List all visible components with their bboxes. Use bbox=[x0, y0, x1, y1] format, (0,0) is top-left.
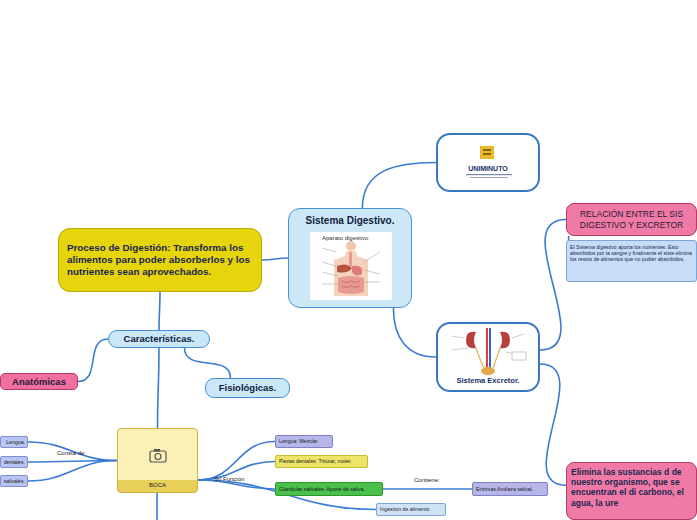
connector bbox=[159, 292, 160, 330]
bladder bbox=[481, 367, 495, 375]
subtopic-box: Anatómicas bbox=[0, 373, 78, 390]
topic-box: Proceso de Digestión: Transforma los ali… bbox=[58, 228, 262, 292]
camera-icon bbox=[154, 449, 160, 452]
connector bbox=[185, 348, 231, 378]
node-text: Enzimas:Amilaza salival. bbox=[476, 486, 544, 492]
small-intestine bbox=[342, 281, 360, 288]
subtopic-box: Fisiológicas. bbox=[205, 378, 290, 398]
illustration-frame bbox=[448, 328, 528, 374]
connector bbox=[28, 442, 117, 461]
leaf-box: Lengua: Mezclar. bbox=[275, 435, 333, 448]
vein bbox=[489, 328, 491, 368]
edge-label: Su Función bbox=[214, 476, 244, 482]
node-text: Fisiológicas. bbox=[210, 382, 285, 393]
topic-box: Sistema Excretor. bbox=[436, 322, 540, 392]
logo-mark bbox=[483, 153, 491, 155]
edge-label: Consta de: bbox=[57, 450, 86, 456]
logo-mark bbox=[480, 146, 494, 159]
branch-line bbox=[156, 493, 158, 520]
camera-icon bbox=[150, 451, 166, 462]
leaf-box: Lengua. bbox=[0, 436, 28, 448]
leaf-box: salivales. bbox=[0, 475, 28, 487]
logo-mark bbox=[483, 149, 491, 151]
liver bbox=[337, 264, 352, 272]
esophagus bbox=[349, 252, 352, 266]
body-head bbox=[346, 241, 356, 251]
connector bbox=[362, 163, 436, 209]
central-topic: Sistema Digestivo. bbox=[288, 208, 412, 308]
leaf-box: Ingestion de alimento bbox=[376, 503, 446, 516]
artery bbox=[486, 328, 488, 368]
kidney bbox=[500, 332, 510, 349]
node-text: Piezas dentales: Triturar, moler. bbox=[279, 458, 364, 464]
illustration-frame bbox=[310, 232, 392, 300]
node-text: Ingestion de alimento bbox=[380, 506, 442, 512]
node-text: RELACIÓN ENTRE EL SIS DIGESTIVO Y EXCRET… bbox=[571, 209, 692, 229]
illustration-caption: Aparato digestivo bbox=[322, 235, 368, 241]
connector bbox=[78, 339, 108, 382]
connector bbox=[540, 364, 566, 485]
note-box: El Sistema digestivo aporta los nutrient… bbox=[566, 240, 697, 282]
leaf-box: Enzimas:Amilaza salival. bbox=[472, 482, 548, 496]
large-intestine bbox=[338, 276, 364, 294]
body-torso bbox=[334, 251, 368, 296]
node-text: BOCA bbox=[120, 482, 195, 489]
node-text: Lengua. bbox=[3, 439, 25, 445]
node-text: UNIMINUTO bbox=[442, 165, 534, 173]
connector bbox=[540, 220, 566, 351]
node-text: El Sistema digestivo aporta los nutrient… bbox=[570, 244, 693, 263]
node-text: Sistema Excretor. bbox=[442, 376, 534, 385]
leader-line bbox=[322, 248, 380, 284]
topic-box: Elimina las sustancias d de nuestro orga… bbox=[566, 462, 697, 520]
leader-line bbox=[452, 334, 524, 356]
connector bbox=[383, 488, 472, 490]
detail-inset bbox=[512, 352, 526, 360]
logo-subtitle-line bbox=[466, 174, 512, 175]
topic-box: RELACIÓN ENTRE EL SIS DIGESTIVO Y EXCRET… bbox=[566, 203, 697, 236]
leaf-box: Glándulas salivales: Aporte de saliva. bbox=[275, 482, 383, 496]
leaf-box: Piezas dentales: Triturar, moler. bbox=[275, 455, 368, 468]
connector bbox=[262, 258, 288, 260]
logo-box: UNIMINUTO bbox=[436, 133, 540, 192]
ureter bbox=[476, 348, 500, 368]
node-text: Elimina las sustancias d de nuestro orga… bbox=[571, 467, 692, 508]
leaf-box: dentales. bbox=[0, 456, 28, 468]
logo-subtitle-line bbox=[470, 177, 508, 178]
kidney bbox=[466, 332, 476, 349]
image-box: BOCA bbox=[117, 428, 198, 493]
connector bbox=[28, 461, 117, 482]
node-text: Anatómicas bbox=[5, 376, 73, 387]
node-text: dentales. bbox=[3, 459, 25, 465]
node-text: Lengua: Mezclar. bbox=[279, 438, 329, 444]
subtopic-box: Características. bbox=[108, 330, 210, 348]
node-text: Glándulas salivales: Aporte de saliva. bbox=[279, 486, 379, 492]
camera-icon bbox=[155, 454, 161, 460]
connector bbox=[198, 442, 275, 481]
node-text: Sistema Digestivo. bbox=[293, 215, 407, 227]
node-text: salivales. bbox=[3, 478, 25, 484]
stomach bbox=[352, 266, 362, 276]
connector bbox=[393, 308, 436, 357]
connector bbox=[158, 348, 160, 428]
edge-label: Contiene: bbox=[414, 477, 440, 483]
node-text: Proceso de Digestión: Transforma los ali… bbox=[67, 242, 253, 277]
node-text: Características. bbox=[113, 333, 205, 344]
